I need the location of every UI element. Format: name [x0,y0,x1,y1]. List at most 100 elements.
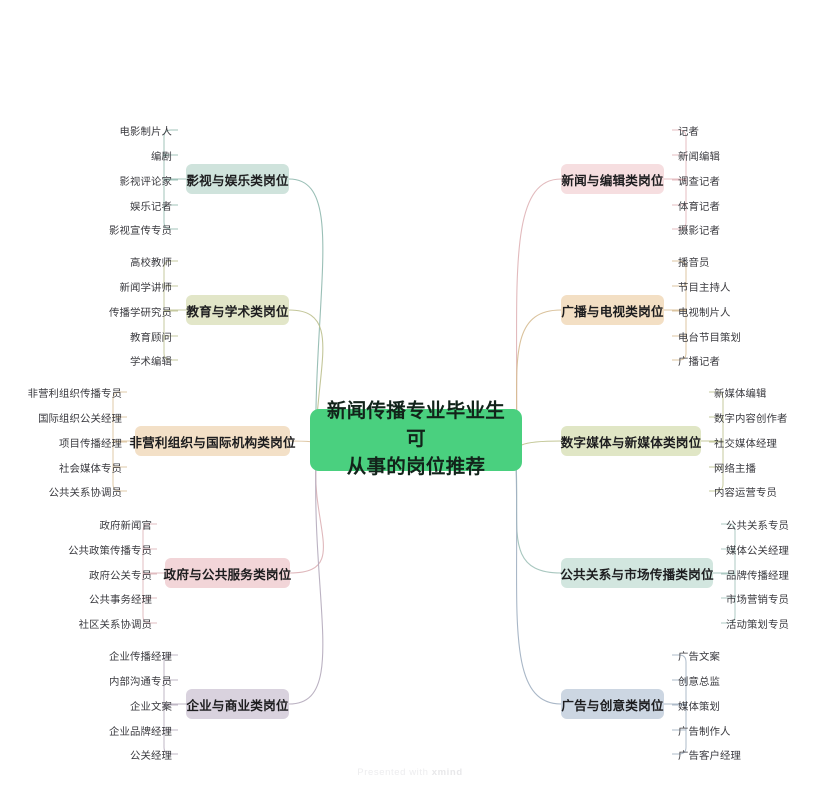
leaf-node-label: 内容运营专员 [714,487,777,499]
leaf-node-digital-new-media-1[interactable]: 数字内容创作者 [714,408,820,426]
leaf-node-label: 活动策划专员 [726,619,789,631]
leaf-node-advertising-creative-0[interactable]: 广告文案 [678,646,820,664]
leaf-node-corporate-business-2[interactable]: 企业文案 [0,696,172,714]
leaf-node-film-entertainment-0[interactable]: 电影制片人 [0,121,172,139]
leaf-node-radio-television-2[interactable]: 电视制片人 [678,302,820,320]
leaf-node-pr-market-communication-0[interactable]: 公共关系专员 [726,515,820,533]
leaf-node-pr-market-communication-1[interactable]: 媒体公关经理 [726,540,820,558]
leaf-node-label: 内部沟通专员 [109,676,172,688]
leaf-node-label: 企业传播经理 [109,651,172,663]
branch-node-nonprofit-international[interactable]: 非营利组织与国际机构类岗位 [129,426,295,456]
root-node-line-1: 新闻传播专业毕业生可 [326,400,506,451]
leaf-node-label: 影视宣传专员 [109,225,172,237]
leaf-node-education-academic-1[interactable]: 新闻学讲师 [0,277,172,295]
leaf-node-digital-new-media-3[interactable]: 网络主播 [714,458,820,476]
leaf-node-label: 新媒体编辑 [714,388,767,400]
leaf-node-nonprofit-international-4[interactable]: 公共关系协调员 [0,482,122,500]
leaf-node-label: 市场营销专员 [726,594,789,606]
root-connector-advertising-creative [515,463,562,705]
leaf-node-label: 高校教师 [130,257,172,269]
leaf-node-label: 社会媒体专员 [59,463,122,475]
leaf-node-corporate-business-1[interactable]: 内部沟通专员 [0,671,172,689]
leaf-node-film-entertainment-4[interactable]: 影视宣传专员 [0,220,172,238]
leaf-node-corporate-business-4[interactable]: 公关经理 [0,745,172,763]
leaf-node-news-editorial-3[interactable]: 体育记者 [678,196,820,214]
leaf-node-government-public-2[interactable]: 政府公关专员 [0,565,152,583]
leaf-node-education-academic-0[interactable]: 高校教师 [0,252,172,270]
leaf-node-advertising-creative-2[interactable]: 媒体策划 [678,696,820,714]
root-node[interactable]: 新闻传播专业毕业生可 从事的岗位推荐 [310,400,522,478]
leaf-node-education-academic-2[interactable]: 传播学研究员 [0,302,172,320]
leaf-node-pr-market-communication-2[interactable]: 品牌传播经理 [726,565,820,583]
branch-node-label: 新闻与编辑类岗位 [561,173,664,188]
leaf-node-label: 公共事务经理 [89,594,152,606]
leaf-node-government-public-4[interactable]: 社区关系协调员 [0,614,152,632]
root-connector-government-public [289,463,324,574]
leaf-node-digital-new-media-0[interactable]: 新媒体编辑 [714,383,820,401]
watermark-brand: xmind [431,767,463,778]
branch-node-label: 影视与娱乐类岗位 [186,173,289,188]
branch-node-pr-market-communication[interactable]: 公共关系与市场传播类岗位 [560,558,714,588]
leaf-node-label: 企业品牌经理 [109,726,172,738]
leaf-node-label: 数字内容创作者 [714,413,788,425]
leaf-node-corporate-business-0[interactable]: 企业传播经理 [0,646,172,664]
leaf-node-news-editorial-2[interactable]: 调查记者 [678,171,820,189]
branch-node-government-public[interactable]: 政府与公共服务类岗位 [164,558,291,588]
branch-node-advertising-creative[interactable]: 广告与创意类岗位 [561,689,664,719]
leaf-node-label: 公关经理 [130,750,172,762]
leaf-node-government-public-1[interactable]: 公共政策传播专员 [0,540,152,558]
branch-node-radio-television[interactable]: 广播与电视类岗位 [561,295,664,325]
leaf-node-label: 公共政策传播专员 [68,545,152,557]
branch-node-education-academic[interactable]: 教育与学术类岗位 [186,295,289,325]
leaf-node-education-academic-3[interactable]: 教育顾问 [0,327,172,345]
leaf-node-film-entertainment-2[interactable]: 影视评论家 [0,171,172,189]
leaf-node-label: 体育记者 [678,201,720,213]
branch-node-label: 非营利组织与国际机构类岗位 [129,435,296,450]
leaf-node-label: 传播学研究员 [109,307,172,319]
leaf-node-radio-television-1[interactable]: 节目主持人 [678,277,820,295]
leaf-node-nonprofit-international-3[interactable]: 社会媒体专员 [0,458,122,476]
leaf-node-label: 新闻学讲师 [119,282,172,294]
leaf-node-label: 创意总监 [678,676,720,688]
root-connector-corporate-business [288,463,324,705]
branch-node-film-entertainment[interactable]: 影视与娱乐类岗位 [186,164,289,194]
leaf-node-label: 非营利组织传播专员 [27,388,122,400]
leaf-node-label: 编剧 [151,151,172,163]
leaf-node-nonprofit-international-2[interactable]: 项目传播经理 [0,433,122,451]
leaf-node-digital-new-media-4[interactable]: 内容运营专员 [714,482,820,500]
leaf-node-advertising-creative-3[interactable]: 广告制作人 [678,721,820,739]
leaf-node-pr-market-communication-3[interactable]: 市场营销专员 [726,589,820,607]
leaf-node-pr-market-communication-4[interactable]: 活动策划专员 [726,614,820,632]
leaf-node-label: 媒体策划 [678,701,720,713]
leaf-node-radio-television-0[interactable]: 播音员 [678,252,820,270]
root-connector-digital-new-media [515,440,562,465]
leaf-node-education-academic-4[interactable]: 学术编辑 [0,351,172,369]
leaf-node-label: 新闻编辑 [678,151,720,163]
leaf-node-government-public-0[interactable]: 政府新闻官 [0,515,152,533]
leaf-node-film-entertainment-3[interactable]: 娱乐记者 [0,196,172,214]
leaf-node-radio-television-3[interactable]: 电台节目策划 [678,327,820,345]
leaf-node-label: 项目传播经理 [59,438,122,450]
leaf-node-news-editorial-0[interactable]: 记者 [678,121,820,139]
branch-node-digital-new-media[interactable]: 数字媒体与新媒体类岗位 [561,426,701,456]
leaf-node-label: 广告制作人 [678,726,731,738]
leaf-node-digital-new-media-2[interactable]: 社交媒体经理 [714,433,820,451]
leaf-node-radio-television-4[interactable]: 广播记者 [678,351,820,369]
branch-node-corporate-business[interactable]: 企业与商业类岗位 [186,689,289,719]
leaf-node-corporate-business-3[interactable]: 企业品牌经理 [0,721,172,739]
leaf-node-label: 摄影记者 [678,225,720,237]
leaf-node-label: 电影制片人 [119,126,172,138]
leaf-node-film-entertainment-1[interactable]: 编剧 [0,146,172,164]
leaf-node-government-public-3[interactable]: 公共事务经理 [0,589,152,607]
leaf-node-news-editorial-1[interactable]: 新闻编辑 [678,146,820,164]
leaf-node-nonprofit-international-0[interactable]: 非营利组织传播专员 [0,383,122,401]
watermark: Presented with xmind [0,767,820,778]
leaf-node-advertising-creative-4[interactable]: 广告客户经理 [678,745,820,763]
leaf-node-label: 教育顾问 [130,332,172,344]
root-connector-news-editorial [515,178,562,465]
leaf-node-advertising-creative-1[interactable]: 创意总监 [678,671,820,689]
leaf-node-news-editorial-4[interactable]: 摄影记者 [678,220,820,238]
leaf-node-nonprofit-international-1[interactable]: 国际组织公关经理 [0,408,122,426]
branch-node-news-editorial[interactable]: 新闻与编辑类岗位 [561,164,664,194]
branch-node-label: 教育与学术类岗位 [186,304,289,319]
